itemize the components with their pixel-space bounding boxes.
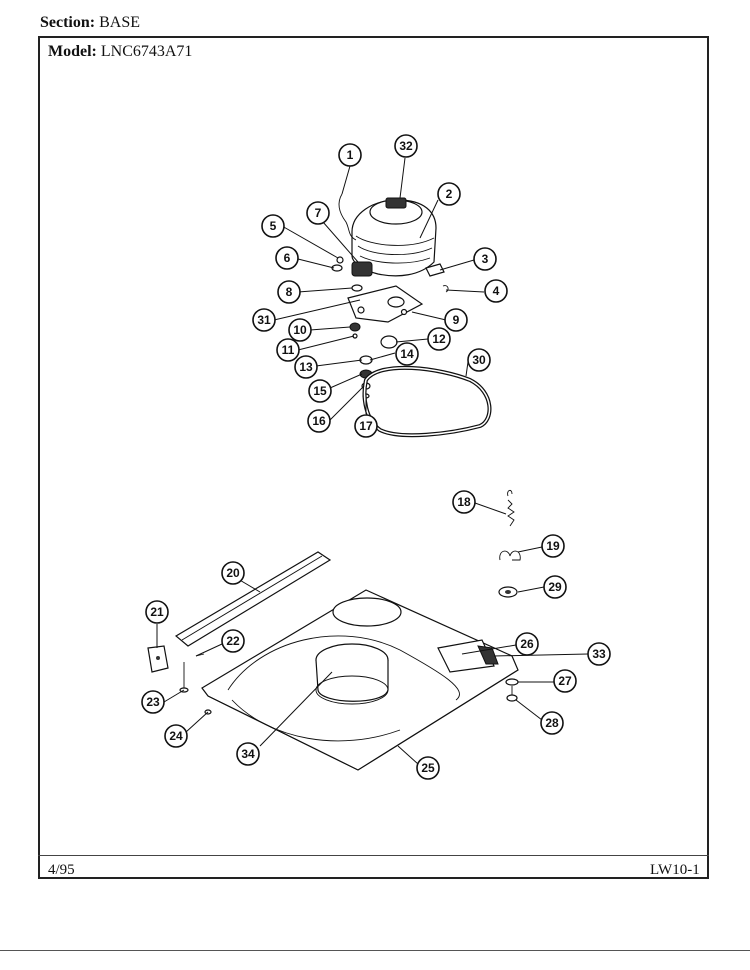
callout-12: 12 bbox=[427, 327, 451, 351]
section-header: Section: BASE bbox=[40, 14, 140, 32]
svg-text:25: 25 bbox=[421, 761, 435, 775]
svg-text:5: 5 bbox=[270, 219, 277, 233]
callout-29: 29 bbox=[543, 575, 567, 599]
callout-31: 31 bbox=[252, 308, 276, 332]
callout-9: 9 bbox=[444, 308, 468, 332]
callout-34: 34 bbox=[236, 742, 260, 766]
callout-21: 21 bbox=[145, 600, 169, 624]
svg-text:34: 34 bbox=[241, 747, 255, 761]
callout-6: 6 bbox=[275, 246, 299, 270]
callout-26: 26 bbox=[515, 632, 539, 656]
svg-text:23: 23 bbox=[146, 695, 160, 709]
section-label: Section: bbox=[40, 14, 96, 31]
footer-page-code: LW10-1 bbox=[650, 862, 700, 878]
callout-3: 3 bbox=[473, 247, 497, 271]
bottom-divider bbox=[0, 950, 750, 951]
callout-5: 5 bbox=[261, 214, 285, 238]
svg-text:3: 3 bbox=[482, 252, 489, 266]
callout-27: 27 bbox=[553, 669, 577, 693]
footer-divider bbox=[38, 855, 709, 856]
model-label: Model: bbox=[48, 43, 97, 60]
callout-22: 22 bbox=[221, 629, 245, 653]
svg-text:16: 16 bbox=[312, 414, 326, 428]
callout-20: 20 bbox=[221, 561, 245, 585]
svg-text:4: 4 bbox=[493, 284, 500, 298]
svg-text:13: 13 bbox=[299, 360, 313, 374]
svg-text:33: 33 bbox=[592, 647, 606, 661]
callout-labels: 1 32 2 7 5 6 3 4 8 31 9 10 12 11 14 30 1… bbox=[141, 134, 611, 780]
section-value: BASE bbox=[99, 14, 141, 31]
svg-text:27: 27 bbox=[558, 674, 572, 688]
callout-13: 13 bbox=[294, 355, 318, 379]
svg-text:29: 29 bbox=[548, 580, 562, 594]
diagram-frame bbox=[38, 36, 709, 879]
model-value: LNC6743A71 bbox=[100, 43, 193, 60]
svg-text:26: 26 bbox=[520, 637, 534, 651]
callout-25: 25 bbox=[416, 756, 440, 780]
callout-8: 8 bbox=[277, 280, 301, 304]
svg-text:10: 10 bbox=[293, 323, 307, 337]
svg-text:1: 1 bbox=[347, 148, 354, 162]
svg-text:21: 21 bbox=[150, 605, 164, 619]
svg-text:15: 15 bbox=[313, 384, 327, 398]
svg-text:9: 9 bbox=[453, 313, 460, 327]
svg-text:14: 14 bbox=[400, 347, 414, 361]
callout-1: 1 bbox=[338, 143, 362, 167]
svg-text:17: 17 bbox=[359, 419, 373, 433]
callout-10: 10 bbox=[288, 318, 312, 342]
svg-text:6: 6 bbox=[284, 251, 291, 265]
svg-text:31: 31 bbox=[257, 313, 271, 327]
svg-text:8: 8 bbox=[286, 285, 293, 299]
svg-text:32: 32 bbox=[399, 139, 413, 153]
callout-32: 32 bbox=[394, 134, 418, 158]
callout-17: 17 bbox=[354, 414, 378, 438]
svg-text:28: 28 bbox=[545, 716, 559, 730]
callout-33: 33 bbox=[587, 642, 611, 666]
motor-assembly bbox=[331, 193, 492, 438]
svg-text:24: 24 bbox=[169, 729, 183, 743]
callout-16: 16 bbox=[307, 409, 331, 433]
spring-clip-parts bbox=[498, 489, 521, 598]
svg-text:7: 7 bbox=[315, 206, 322, 220]
svg-text:2: 2 bbox=[446, 187, 453, 201]
callout-19: 19 bbox=[541, 534, 565, 558]
callout-14: 14 bbox=[395, 342, 419, 366]
svg-text:20: 20 bbox=[226, 566, 240, 580]
callout-15: 15 bbox=[308, 379, 332, 403]
callout-18: 18 bbox=[452, 490, 476, 514]
callout-7: 7 bbox=[306, 201, 330, 225]
leader-lines bbox=[156, 157, 589, 765]
callout-28: 28 bbox=[540, 711, 564, 735]
model-header: Model: LNC6743A71 bbox=[48, 43, 192, 61]
svg-text:18: 18 bbox=[457, 495, 471, 509]
svg-text:11: 11 bbox=[282, 343, 295, 357]
base-assembly bbox=[147, 551, 519, 771]
svg-text:12: 12 bbox=[432, 332, 446, 346]
footer-date: 4/95 bbox=[48, 862, 75, 878]
callout-30: 30 bbox=[467, 348, 491, 372]
svg-text:22: 22 bbox=[226, 634, 240, 648]
svg-text:19: 19 bbox=[546, 539, 560, 553]
callout-24: 24 bbox=[164, 724, 188, 748]
callout-4: 4 bbox=[484, 279, 508, 303]
callout-23: 23 bbox=[141, 690, 165, 714]
callout-11: 11 bbox=[276, 338, 300, 362]
svg-text:30: 30 bbox=[472, 353, 486, 367]
callout-2: 2 bbox=[437, 182, 461, 206]
